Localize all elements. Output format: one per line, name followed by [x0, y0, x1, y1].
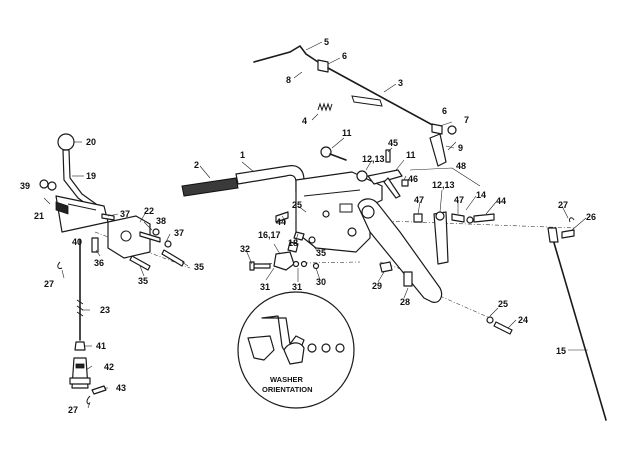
callout-47-b: 47: [454, 195, 464, 205]
ferrule-6-top: [317, 59, 329, 73]
callout-1: 1: [240, 150, 245, 160]
callout-36: 37: [174, 228, 184, 238]
grip-2: [181, 177, 239, 197]
callout-37-a: 37: [120, 209, 130, 219]
callout-31-b: 31: [292, 282, 302, 292]
nut-29: [379, 261, 393, 273]
callout-18: 18: [288, 238, 298, 248]
spacers-39-21: [39, 179, 69, 215]
callout-11: 11: [342, 128, 352, 138]
callout-39: 39: [20, 181, 30, 191]
bolt-28: [403, 271, 413, 287]
callout-12-13: 12,13: [432, 180, 455, 190]
bracket-38: [55, 195, 109, 233]
callout-47-a: 47: [414, 195, 424, 205]
callout-27-bottom: 27: [68, 405, 78, 415]
rod-3: [327, 67, 439, 129]
callout-44: 44: [276, 217, 286, 227]
inset-caption-line1: WASHER: [270, 375, 304, 384]
callout-8-right: 9: [458, 143, 463, 153]
callout-4: 4: [302, 116, 307, 126]
rod-15: [547, 227, 607, 421]
callout-32: 32: [240, 244, 250, 254]
callout-14: 14: [476, 190, 486, 200]
callout-35-left: 36: [94, 258, 104, 268]
callout-10: 12,13: [362, 154, 385, 164]
bolts-47-43: [413, 213, 495, 224]
callout-45: 45: [388, 138, 398, 148]
knob-10: [356, 170, 368, 182]
bracket-9: [367, 169, 403, 199]
callout-16-17: 16,17: [258, 230, 281, 240]
leader-lines: [43, 41, 588, 409]
callout-27-right: 27: [558, 200, 568, 210]
callout-37-b: 38: [156, 216, 166, 226]
callout-7: 7: [464, 115, 469, 125]
pins-45-46: [385, 149, 409, 187]
parts-26-27-right: [561, 217, 575, 239]
callout-42: 43: [116, 383, 126, 393]
callout-24: 24: [518, 315, 528, 325]
arm-7: [429, 125, 457, 167]
pivot-arm: [357, 198, 443, 303]
callout-35-mid: 35: [316, 248, 326, 258]
bolt-32: [249, 261, 271, 271]
inset-caption-line2: ORIENTATION: [262, 385, 313, 394]
callout-26: 26: [586, 212, 596, 222]
pin-42: [91, 385, 107, 395]
callout-6-right: 6: [442, 106, 447, 116]
nut-40: [74, 341, 86, 351]
callout-23: 23: [100, 305, 110, 315]
handle-5: [253, 44, 319, 63]
callout-15: 15: [556, 346, 566, 356]
ferrule-6-right: [431, 123, 443, 135]
callout-40: 41: [96, 341, 106, 351]
callout-29: 29: [372, 281, 382, 291]
callout-25-mid: 25: [292, 200, 302, 210]
callout-33: 35: [194, 262, 204, 272]
callout-43: 44: [496, 196, 506, 206]
callout-46: 46: [408, 174, 418, 184]
callout-30: 30: [316, 277, 326, 287]
callout-31-a: 31: [260, 282, 270, 292]
washers-16-17-31: [273, 251, 320, 271]
main-bracket: [295, 171, 383, 253]
callout-3: 3: [398, 78, 403, 88]
callout-38: 40: [72, 237, 82, 247]
callout-19: 19: [86, 171, 96, 181]
callout-6-top: 6: [342, 51, 347, 61]
plate-22: [107, 215, 151, 259]
callout-21: 21: [34, 211, 44, 221]
spring-4: [317, 102, 333, 112]
knob-20: [57, 133, 75, 151]
callout-41: 42: [104, 362, 114, 372]
callout-labels: 20 19 39 21 37 22 38 37 35 35 36 40 27 2…: [20, 37, 596, 415]
rod-23: [76, 239, 84, 341]
bolt-35-left: [91, 237, 99, 253]
callout-9: 11: [406, 150, 416, 160]
bolt-24-25: [486, 316, 513, 335]
callout-8-top: 8: [286, 75, 291, 85]
clevis-41: [69, 357, 91, 389]
callout-48: 48: [456, 161, 466, 171]
cotter-27-left: [57, 261, 63, 269]
lever-1: [235, 165, 305, 193]
callout-34: 35: [138, 276, 148, 286]
callout-5: 5: [324, 37, 329, 47]
callout-2: 2: [194, 160, 199, 170]
callout-22: 22: [144, 206, 154, 216]
bolts-33-34-36-37: [101, 213, 185, 271]
callout-20: 20: [86, 137, 96, 147]
knob-11: [320, 146, 347, 161]
callout-27-left: 27: [44, 279, 54, 289]
callout-25-right: 25: [498, 299, 508, 309]
callout-28: 28: [400, 297, 410, 307]
link-12-13: [433, 211, 449, 265]
washer-orientation-inset: [237, 291, 355, 409]
